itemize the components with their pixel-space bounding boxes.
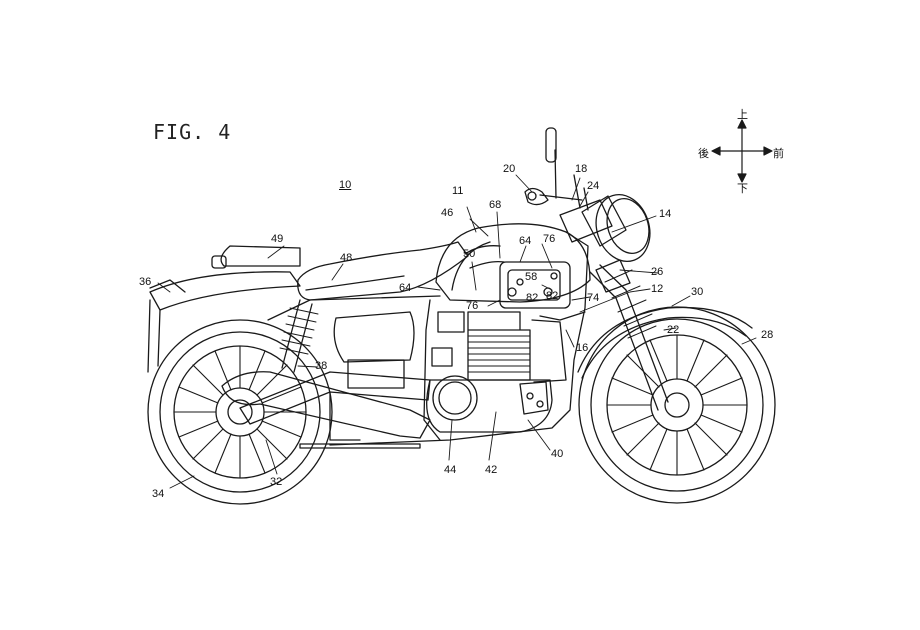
rear-fender (149, 271, 301, 311)
ref-label-42: 42 (485, 464, 498, 476)
swingarm (239, 371, 431, 425)
compass-down-label: 下 (737, 182, 748, 195)
rear-wheel (147, 319, 333, 505)
ref-label-58: 58 (525, 271, 538, 283)
rear-cowl (220, 245, 301, 267)
ref-label-76-upper: 76 (543, 233, 556, 245)
ref-label-28: 28 (761, 329, 774, 341)
ref-label-12: 12 (651, 283, 664, 295)
mirror-stem (554, 149, 557, 199)
ref-label-14: 14 (659, 208, 672, 220)
ref-label-34: 34 (152, 488, 165, 500)
ref-label-16: 16 (576, 342, 589, 354)
ref-label-30: 30 (691, 286, 704, 298)
ref-label-46: 46 (441, 207, 454, 219)
ref-label-48: 48 (340, 252, 353, 264)
ref-label-76-lower: 76 (466, 300, 479, 312)
front-wheel (578, 306, 776, 504)
compass-rear-label: 後 (698, 147, 709, 160)
ref-label-40: 40 (551, 448, 564, 460)
ref-label-74: 74 (587, 292, 600, 304)
ref-label-36: 36 (139, 276, 152, 288)
ref-label-26: 26 (651, 266, 664, 278)
figure-title: FIG. 4 (153, 120, 232, 144)
ref-label-20: 20 (503, 163, 516, 175)
ref-label-49: 49 (271, 233, 284, 245)
clutch-cover (432, 375, 478, 421)
side-panel (333, 311, 415, 363)
compass-front-label: 前 (773, 147, 784, 160)
ref-label-18: 18 (575, 163, 588, 175)
ref-label-24: 24 (587, 180, 600, 192)
ref-label-82-left: 82 (526, 292, 539, 304)
ref-label-11: 11 (452, 185, 464, 197)
ref-label-38: 38 (315, 360, 328, 372)
exhaust-muffler (221, 371, 431, 439)
seat (297, 241, 469, 301)
ref-label-44: 44 (444, 464, 457, 476)
ref-label-32: 32 (270, 476, 283, 488)
front-fender (577, 306, 753, 373)
ref-label-64-top: 64 (519, 235, 532, 247)
ref-label-50: 50 (463, 248, 476, 260)
ref-label-68: 68 (489, 199, 502, 211)
ref-label-22: 22 (667, 324, 680, 336)
ref-label-64-left: 64 (399, 282, 412, 294)
frame (329, 231, 589, 446)
direction-compass (711, 119, 773, 183)
engine-cylinder (467, 311, 531, 381)
ref-label-82-right: 82 (546, 290, 559, 302)
compass-up-label: 上 (737, 108, 748, 121)
engine-crankcase (426, 379, 553, 433)
ref-label-10: 10 (339, 179, 352, 191)
